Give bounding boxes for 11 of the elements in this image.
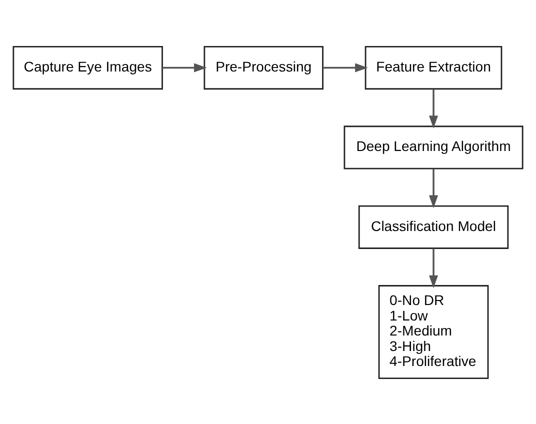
node-box: Capture Eye Images	[12, 45, 163, 90]
node-box: Classification Model	[358, 204, 509, 248]
node-box: Pre-Processing	[204, 45, 324, 90]
arrow	[429, 248, 438, 288]
arrow	[429, 88, 438, 128]
node-box: 0-No DR 1-Low 2-Medium 3-High 4-Proliferative	[378, 284, 489, 379]
node-box: Deep Learning Algorithm	[344, 125, 524, 169]
arrow	[323, 62, 368, 72]
arrow	[429, 168, 438, 208]
arrow	[162, 62, 207, 72]
node-box: Feature Extraction	[364, 45, 502, 90]
